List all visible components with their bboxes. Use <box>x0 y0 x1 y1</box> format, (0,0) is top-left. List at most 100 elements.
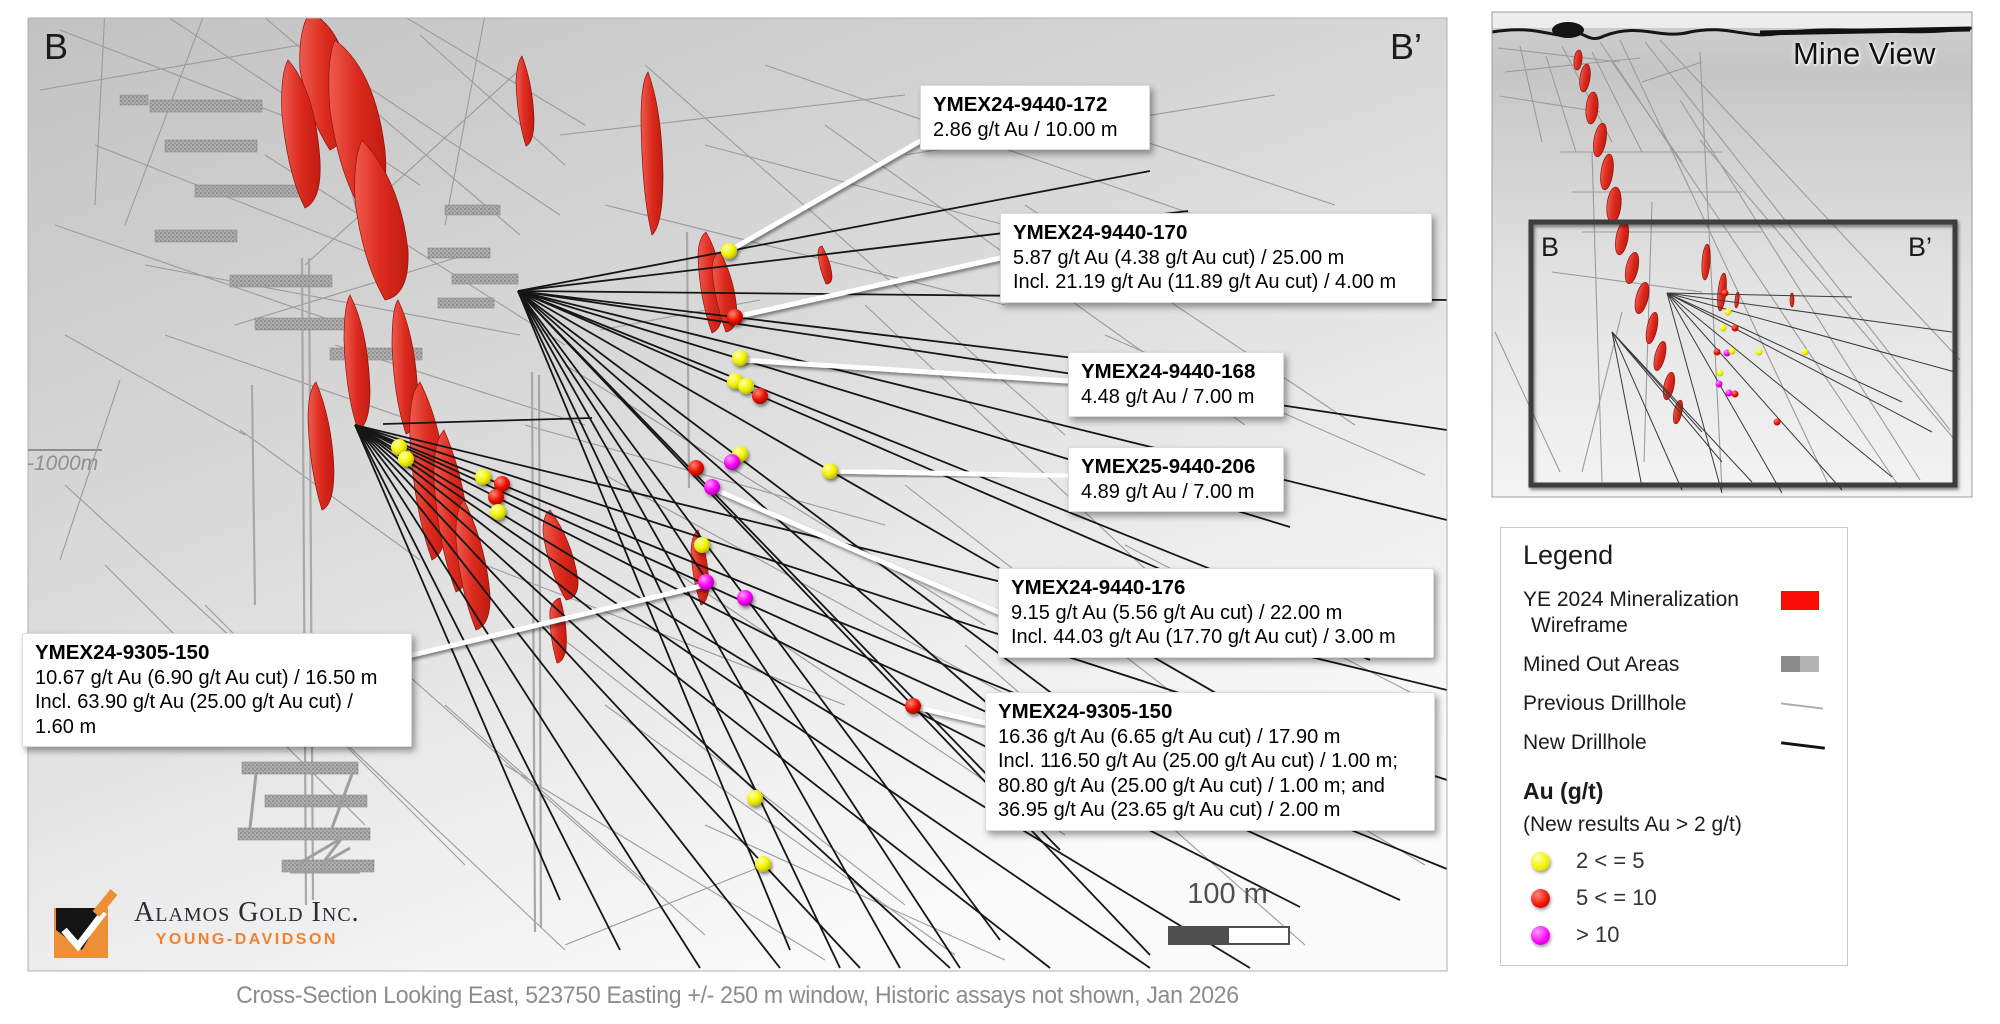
inset-label-b-prime: B’ <box>1908 232 1933 262</box>
mineralization-wireframe <box>354 139 409 301</box>
inset-previous-drillhole <box>1644 41 1951 431</box>
mined-out-structure <box>330 773 354 829</box>
inset-new-drillhole <box>1611 331 1643 488</box>
callout-title: YMEX24-9440-176 <box>1011 576 1186 599</box>
new-drillhole-swatch <box>1780 741 1826 750</box>
au-class-row-mid: 5 < = 10 <box>1523 885 1827 911</box>
inset-mineralization-wireframe <box>1653 341 1667 371</box>
inset-sky-strip <box>1492 12 1972 28</box>
callout-title: YMEX24-9440-170 <box>1013 221 1188 244</box>
au-class-label: 5 < = 10 <box>1576 885 1657 910</box>
inset-mineralization-wireframe <box>1579 63 1591 93</box>
inset-previous-drillhole <box>1699 51 1723 491</box>
elevation-label: -1000m <box>27 452 99 475</box>
new-drillhole <box>354 424 621 951</box>
mined-out-swatch <box>1781 656 1819 672</box>
assay-dot-m <box>724 454 740 470</box>
assay-dot-r <box>688 460 704 476</box>
mined-out-structure <box>297 836 343 866</box>
previous-drillhole <box>484 564 846 706</box>
previous-drillhole <box>419 34 566 166</box>
inset-mineralization-wireframe <box>1673 399 1683 425</box>
callout-assay-line: 5.87 g/t Au (4.38 g/t Au cut) / 25.00 m <box>1013 246 1345 269</box>
new-drillhole <box>382 417 593 425</box>
mine-view-panel-background <box>1491 11 1973 498</box>
inset-assay-dot-m <box>1725 389 1733 397</box>
assay-dot-y <box>391 439 407 455</box>
previous-drillhole <box>384 654 646 886</box>
inset-new-drillhole <box>1666 292 1783 494</box>
inset-previous-drillhole <box>1545 55 1577 153</box>
previous-drillhole <box>564 864 766 946</box>
inset-new-drillhole <box>1666 292 1853 298</box>
mined-out-area <box>451 273 519 285</box>
callout-assay-line: 16.36 g/t Au (6.65 g/t Au cut) / 17.90 m <box>998 725 1341 748</box>
mineralization-wireframe <box>515 55 535 147</box>
mineralization-wireframe <box>455 499 491 631</box>
inset-new-drillhole <box>1666 292 1953 333</box>
mined-out-area <box>229 274 333 288</box>
callout-leader <box>739 357 1071 384</box>
mined-out-area <box>164 139 258 153</box>
assay-dot-y <box>747 790 763 806</box>
callout-assay-line: Incl. 63.90 g/t Au (25.00 g/t Au cut) / <box>35 691 353 713</box>
scalebar-dark-half <box>1170 928 1229 943</box>
mined-out-area <box>437 297 495 309</box>
callout-assay-line: 9.15 g/t Au (5.56 g/t Au cut) / 22.00 m <box>1011 601 1343 624</box>
mineralization-wireframe <box>307 381 335 511</box>
assay-dot-m <box>698 574 714 590</box>
callout-assay-line: 1.60 m <box>35 715 97 738</box>
new-drillhole <box>517 290 1331 618</box>
assay-dot-m <box>737 590 753 606</box>
mined-out-area <box>444 204 501 216</box>
inset-mineralization-wireframe <box>1600 153 1614 191</box>
previous-drillhole <box>94 144 401 266</box>
legend-item-mined-out: Mined Out Areas <box>1523 652 1827 678</box>
inset-assay-dot-r <box>1713 348 1721 356</box>
inset-assay-dot-r <box>1773 418 1781 426</box>
assay-dot-r <box>488 489 504 505</box>
inset-previous-drillhole <box>1699 139 1956 441</box>
inset-assay-dot-y <box>1724 308 1732 316</box>
legend-item-label: YE 2024 Mineralization <box>1523 588 1739 611</box>
inset-new-drillhole <box>1611 331 1753 483</box>
previous-drillhole <box>124 18 204 226</box>
new-drillhole <box>517 290 1447 431</box>
previous-drillhole <box>264 18 521 236</box>
inset-title: Mine View <box>1793 36 1936 71</box>
assay-dot-y <box>490 504 506 520</box>
mined-out-area <box>194 184 308 198</box>
inset-previous-drillhole <box>1641 61 1703 83</box>
mined-out-structure <box>248 773 258 829</box>
previous-drillhole <box>94 18 106 206</box>
inset-mineralization-wireframe <box>1585 91 1599 125</box>
legend-item-label: Previous Drillhole <box>1523 692 1687 715</box>
new-drillhole <box>354 424 781 969</box>
callout-assay-line: 80.80 g/t Au (25.00 g/t Au cut) / 1.00 m… <box>998 774 1385 797</box>
mined-out-area <box>241 761 359 775</box>
inset-assay-dots <box>1713 289 1809 426</box>
inset-assay-dot-r <box>1731 390 1739 398</box>
new-drillhole <box>517 290 1061 851</box>
previous-drillhole <box>39 44 301 91</box>
au-class-label: > 10 <box>1576 922 1620 947</box>
previous-drillhole <box>405 18 586 126</box>
inset-label-b: B <box>1541 232 1560 262</box>
previous-drillhole <box>604 204 1006 306</box>
mined-out-area <box>154 229 238 243</box>
au-class-row-high: > 10 <box>1523 922 1827 948</box>
new-drillhole <box>517 290 961 969</box>
assay-dot-y <box>732 350 748 366</box>
callout-leader <box>711 486 1001 615</box>
assay-dot-m <box>704 479 720 495</box>
inset-mineralization-wireframe <box>1624 251 1640 285</box>
inset-new-drillhole <box>1611 331 1683 491</box>
inset-assay-dot-r <box>1721 289 1729 297</box>
assay-dot-y <box>475 469 491 485</box>
